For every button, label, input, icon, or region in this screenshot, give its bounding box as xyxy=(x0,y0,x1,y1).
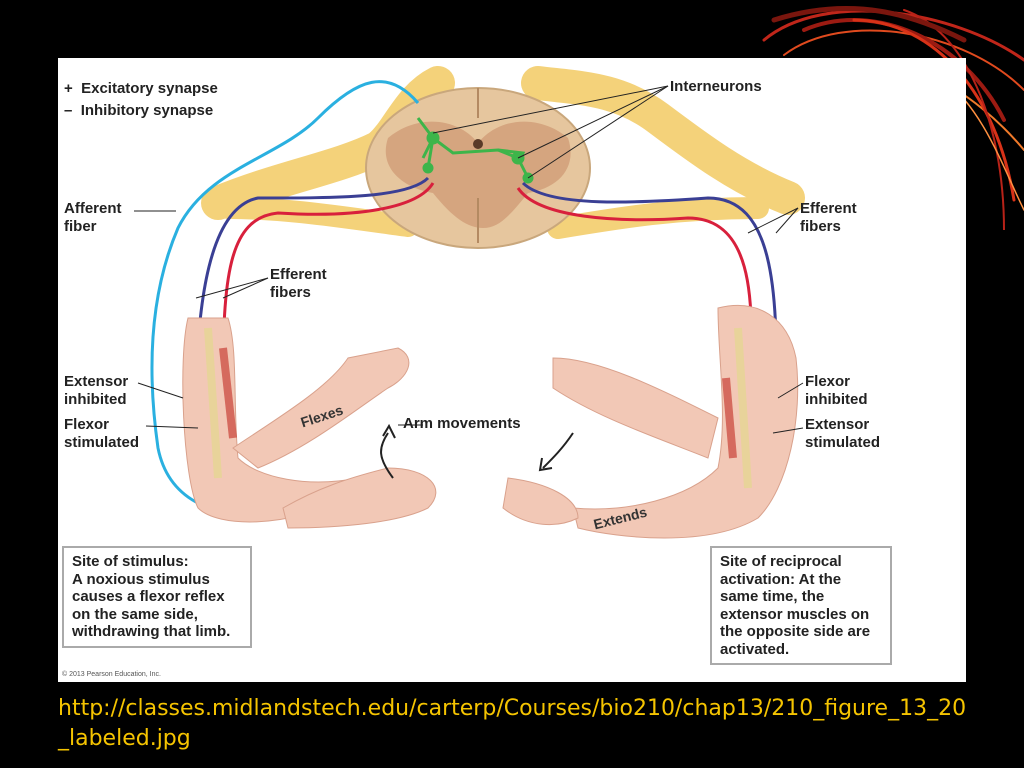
legend-inhibitory: – Inhibitory synapse xyxy=(64,102,214,119)
source-url[interactable]: http://classes.midlandstech.edu/carterp/… xyxy=(58,696,967,751)
left-arm xyxy=(182,317,437,529)
stimulus-text-1: A noxious stimulus causes a xyxy=(72,570,210,606)
label-efferent-fibers-right: Efferent fibers xyxy=(800,200,857,235)
extend-arrow xyxy=(542,432,574,469)
label-arm-movements: Arm movements xyxy=(403,415,521,432)
stimulus-title: Site of stimulus: xyxy=(72,553,189,570)
label-efferent-fibers-left: Efferent fibers xyxy=(270,266,327,301)
label-flexor-stimulated: Flexor stimulated xyxy=(64,416,140,451)
right-nerve xyxy=(521,66,805,215)
reciprocal-text: At the same time, the extensor muscles o… xyxy=(720,570,871,658)
copyright: © 2013 Pearson Education, Inc. xyxy=(62,671,161,678)
stimulus-text-2: on the same side, withdrawing that limb. xyxy=(72,605,231,641)
left-nerve-lower xyxy=(217,197,419,237)
figure-panel: + Excitatory synapse – Inhibitory synaps… xyxy=(58,58,966,682)
reflex-diagram xyxy=(134,66,805,539)
reciprocal-title: Site of reciprocal activation: xyxy=(720,553,842,588)
label-extensor-stimulated: Extensor stimulated xyxy=(805,416,881,451)
label-interneurons: Interneurons xyxy=(670,78,762,95)
legend-excitatory: + Excitatory synapse xyxy=(64,80,218,97)
stimulus-bold: flexor reflex xyxy=(139,588,225,605)
afferent-fiber xyxy=(150,80,420,520)
label-afferent-fiber: Afferent fiber xyxy=(64,200,122,235)
right-arm xyxy=(502,304,799,539)
spinal-cord xyxy=(365,87,591,249)
right-nerve-lower xyxy=(547,197,769,239)
reciprocal-box: Site of reciprocal activation: At the sa… xyxy=(710,546,892,665)
label-flexor-inhibited: Flexor inhibited xyxy=(805,373,868,408)
left-efferent-blue xyxy=(194,176,430,389)
stimulus-box: Site of stimulus: A noxious stimulus cau… xyxy=(62,546,252,648)
label-extensor-inhibited: Extensor inhibited xyxy=(64,373,129,408)
right-efferent-blue xyxy=(521,181,778,399)
left-efferent-red xyxy=(221,182,435,389)
flex-arrow xyxy=(380,432,394,479)
